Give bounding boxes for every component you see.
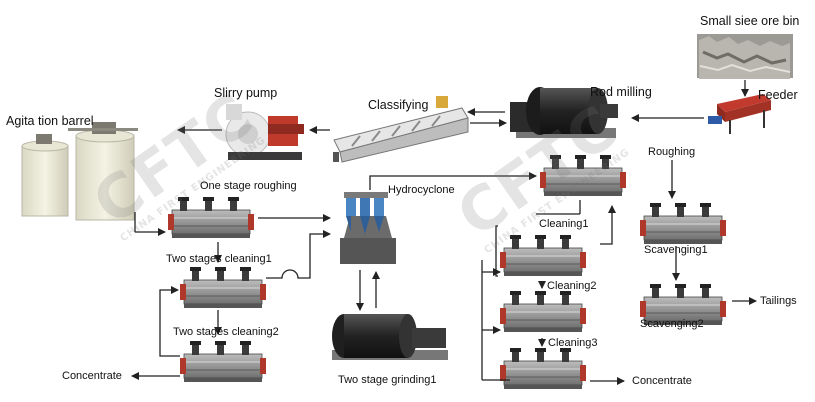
label-cleaning2: Cleaning2 [547,280,597,292]
label-concentrate-left: Concentrate [62,370,122,382]
label-scavenging2: Scavenging2 [640,318,704,330]
flotation-cell-cleaning1 [499,234,587,277]
label-cleaning1: Cleaning1 [539,218,589,230]
label-ore-bin: Small siee ore bin [700,14,800,28]
label-tailings: Tailings [760,295,797,307]
label-two-stages-cleaning1: Two stages cleaning1 [166,253,272,265]
ball-mill-icon [332,314,448,360]
label-slurry-pump: Slirry pump [214,86,278,100]
agitation-tank-icon [21,122,138,221]
label-roughing: Roughing [648,146,696,158]
flotation-cell-scavenging1 [639,202,727,245]
flotation-cell-cleaning3 [499,347,587,390]
label-two-stage-grinding: Two stage grinding1 [338,374,437,386]
hydrocyclone-icon [340,192,396,264]
feeder-icon [708,94,771,134]
label-two-stages-cleaning2: Two stages cleaning2 [173,326,279,338]
flotation-cell-two-stages-cleaning2 [179,340,267,383]
flow-arrows [131,80,757,385]
label-one-stage-roughing: One stage roughing [200,180,297,192]
flotation-cell-cleaning2 [499,290,587,333]
ore-bin-icon [697,34,793,79]
rod-mill-icon [510,87,618,138]
label-agitation-barrel: Agita tion barrel [6,114,94,128]
label-scavenging1: Scavenging1 [644,244,708,256]
flotation-cell-roughing [539,154,627,197]
classifier-icon [333,96,469,163]
label-rod-milling: Rod milling [590,85,652,99]
label-concentrate-right: Concentrate [632,375,692,387]
label-feeder: Feeder [758,88,798,102]
flotation-cell-two-stages-cleaning1 [179,266,267,309]
slurry-pump-icon [225,104,304,160]
label-cleaning3: Cleaning3 [548,337,598,349]
flotation-cell-one-stage-roughing [167,196,255,239]
label-classifying: Classifying [368,98,429,112]
label-hydrocyclone: Hydrocyclone [388,184,455,196]
